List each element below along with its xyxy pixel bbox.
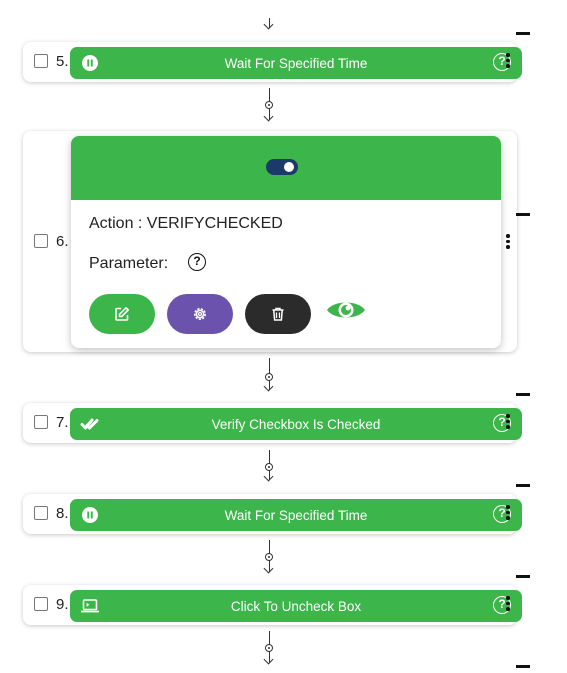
collapse-button[interactable] (516, 32, 530, 35)
collapse-button[interactable] (516, 393, 530, 396)
step-row: 5. Wait For Specified Time ? (23, 42, 522, 82)
step-label: Verify Checkbox Is Checked (211, 417, 381, 432)
collapse-button[interactable] (516, 665, 530, 668)
more-options-icon[interactable] (506, 414, 510, 431)
connector-arrow (263, 450, 277, 486)
double-check-icon (80, 418, 99, 430)
connector-arrow (263, 540, 277, 576)
connector-arrow (263, 88, 277, 124)
step-row: 8. Wait For Specified Time ? (23, 494, 522, 534)
help-icon[interactable]: ? (493, 414, 511, 432)
edit-button[interactable] (89, 294, 155, 334)
collapse-button[interactable] (516, 575, 530, 578)
trash-icon (272, 307, 284, 321)
connector-arrow (263, 631, 277, 667)
help-icon[interactable]: ? (188, 253, 206, 271)
help-icon[interactable]: ? (493, 596, 511, 614)
more-options-icon[interactable] (506, 234, 510, 251)
delete-button[interactable] (245, 294, 311, 334)
eye-icon[interactable] (325, 297, 367, 323)
step-number: 6. (56, 233, 69, 250)
more-options-icon[interactable] (506, 53, 510, 70)
step-checkbox[interactable] (34, 597, 48, 611)
step-number: 5. (56, 53, 69, 70)
enable-toggle[interactable] (266, 159, 298, 175)
step-row: 9. Click To Uncheck Box ? (23, 585, 522, 625)
step-bar[interactable]: Click To Uncheck Box ? (70, 590, 522, 622)
more-options-icon[interactable] (506, 505, 510, 522)
parameter-label: Parameter: (89, 255, 169, 272)
step-row: 7. Verify Checkbox Is Checked ? (23, 403, 522, 443)
action-text: Action : VERIFYCHECKED (89, 215, 283, 232)
pause-icon (82, 507, 98, 523)
step-number: 9. (56, 596, 69, 613)
collapse-button[interactable] (516, 484, 530, 487)
step-detail-panel: Action : VERIFYCHECKED Parameter: ? (71, 136, 501, 348)
help-icon[interactable]: ? (493, 505, 511, 523)
step-label: Click To Uncheck Box (230, 599, 362, 614)
pause-icon (82, 55, 98, 71)
step-number: 7. (56, 414, 69, 431)
laptop-icon (81, 599, 99, 613)
connector-arrow (263, 358, 277, 394)
step-checkbox[interactable] (34, 506, 48, 520)
edit-icon (115, 307, 129, 321)
collapse-button[interactable] (516, 213, 530, 216)
help-icon[interactable]: ? (493, 53, 511, 71)
step-number: 8. (56, 505, 69, 522)
connector-arrow (263, 18, 277, 32)
step-bar[interactable]: Verify Checkbox Is Checked ? (70, 408, 522, 440)
step-bar[interactable]: Wait For Specified Time ? (70, 47, 522, 79)
step-checkbox[interactable] (34, 415, 48, 429)
settings-button[interactable] (167, 294, 233, 334)
step-label: Wait For Specified Time (224, 56, 368, 71)
step-label: Wait For Specified Time (224, 508, 368, 523)
panel-header (71, 136, 501, 200)
gear-icon (194, 308, 206, 320)
step-checkbox[interactable] (34, 54, 48, 68)
step-bar[interactable]: Wait For Specified Time ? (70, 499, 522, 531)
step-checkbox[interactable] (34, 234, 48, 248)
more-options-icon[interactable] (506, 596, 510, 613)
